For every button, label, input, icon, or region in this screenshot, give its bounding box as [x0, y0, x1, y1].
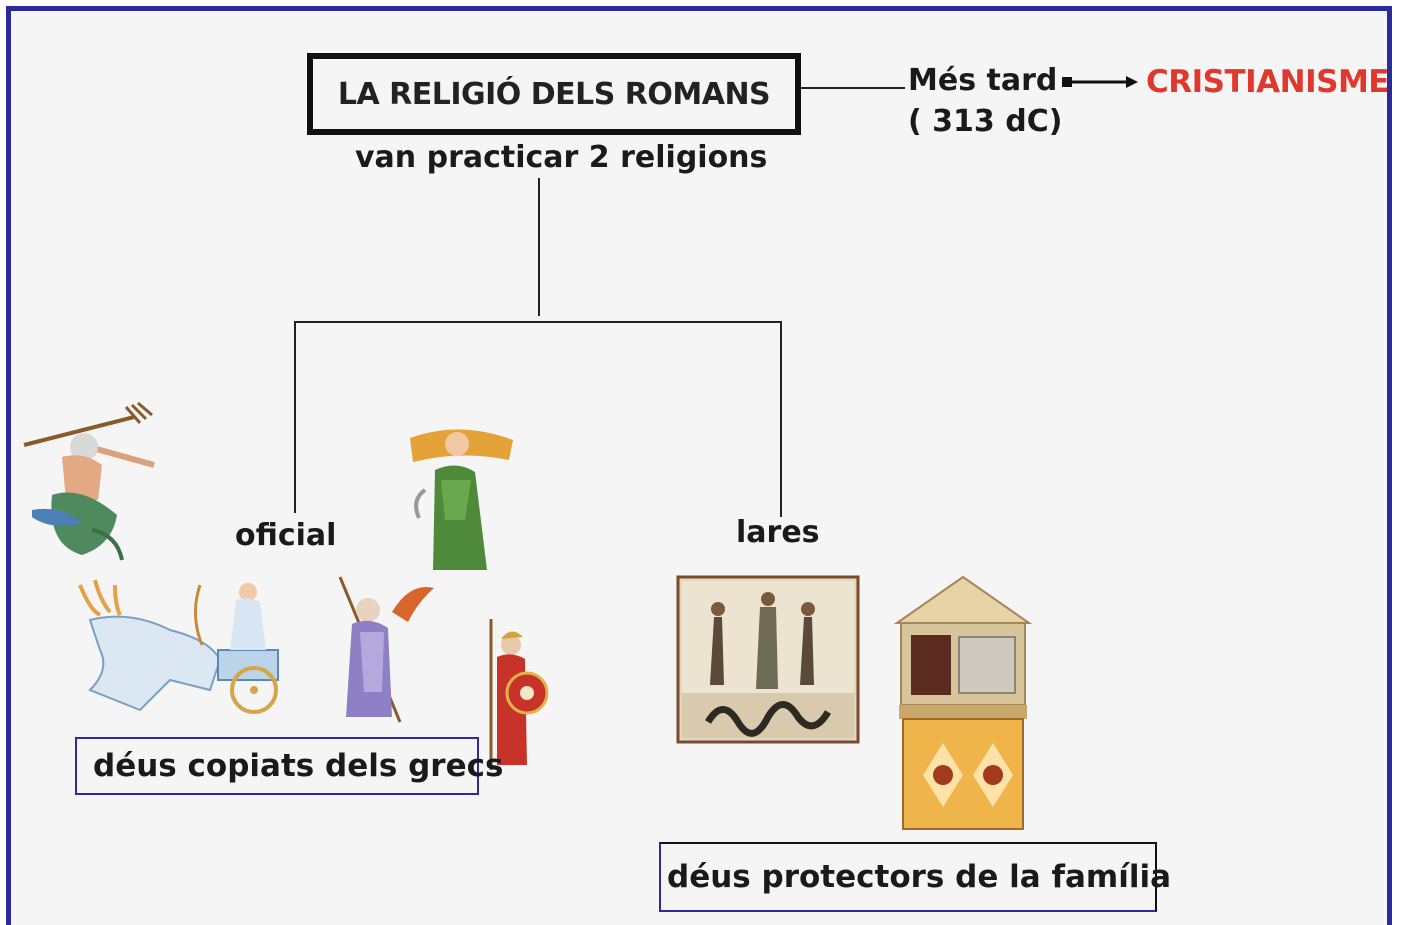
- diana-chariot-illustration: [78, 579, 279, 714]
- later-date: ( 313 dC): [908, 104, 1063, 139]
- lares-fresco-illustration: [676, 575, 860, 744]
- later-result: CRISTIANISME: [1146, 64, 1389, 100]
- branch-label-oficial: oficial: [235, 518, 337, 553]
- later-label: Més tard: [908, 63, 1058, 98]
- jupiter-eagle-illustration: [338, 576, 434, 723]
- connector-later: [801, 87, 905, 89]
- connector-trunk: [538, 178, 540, 316]
- connector-right: [780, 321, 782, 517]
- caption-lares: déus protectors de la família: [659, 842, 1171, 912]
- lararium-shrine-illustration: [893, 575, 1033, 830]
- neptune-illustration: [23, 401, 155, 561]
- minerva-illustration: [489, 619, 549, 770]
- caption-oficial: déus copiats dels grecs: [75, 737, 503, 795]
- diagram-subtitle: van practicar 2 religions: [355, 140, 768, 175]
- arrow-right-icon: [1062, 76, 1138, 88]
- connector-left: [294, 321, 296, 513]
- branch-label-lares: lares: [736, 515, 820, 550]
- ceres-illustration: [410, 429, 513, 570]
- diagram-title: LA RELIGIÓ DELS ROMANS: [307, 53, 801, 135]
- connector-horizontal: [294, 321, 782, 323]
